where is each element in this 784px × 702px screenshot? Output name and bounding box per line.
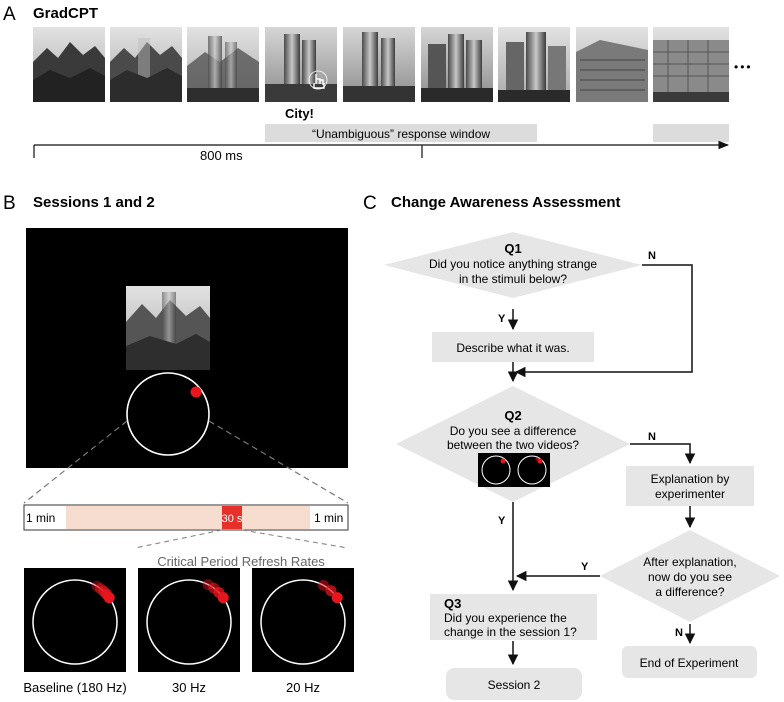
stimulus-frame-building — [576, 27, 648, 102]
response-label: City! — [285, 106, 314, 121]
q3-line-2: change in the session 1? — [444, 625, 577, 639]
explanation-line-1: Explanation by — [651, 472, 730, 486]
refresh-panel-background — [252, 568, 354, 672]
describe-label: Describe what it was. — [456, 341, 569, 355]
timeline-start-label: 1 min — [26, 511, 55, 525]
after-line-2: now do you see — [648, 570, 732, 584]
q2-line-2: between the two videos? — [447, 438, 579, 452]
refresh-panel-ring — [260, 579, 346, 665]
timeline-critical-label: 30 s — [222, 513, 243, 525]
after-yes-label: Y — [581, 561, 589, 573]
continuation-ellipsis: ••• — [734, 60, 753, 74]
q1-no-arrow — [514, 264, 693, 378]
refresh-panel-background — [138, 568, 240, 672]
end-label: End of Experiment — [640, 656, 739, 670]
panel-a-letter: A — [3, 4, 16, 25]
after-no-label: N — [675, 627, 683, 639]
refresh-rate-panels: Baseline (180 Hz) 30 Hz 20 Hz — [23, 568, 354, 695]
q1-number: Q1 — [504, 241, 521, 256]
stimulus-frame-city-3 — [498, 27, 570, 102]
session-timeline: 1 min 30 s 1 min — [23, 504, 349, 531]
end-of-experiment-box: End of Experiment — [622, 646, 757, 678]
stimulus-frame-city-touch — [265, 27, 337, 102]
session-display — [26, 228, 348, 468]
q1-line-1: Did you notice anything strange — [429, 257, 597, 271]
stimulus-frame-city-2 — [421, 27, 493, 102]
refresh-rate-label: Baseline (180 Hz) — [23, 680, 126, 695]
explanation-line-2: experimenter — [655, 487, 725, 501]
response-window-bar — [265, 124, 537, 142]
timeline-arrow — [33, 140, 730, 158]
q2-number: Q2 — [504, 408, 521, 423]
response-window-bar-next — [653, 124, 729, 142]
q2-line-1: Do you see a difference — [450, 424, 577, 438]
stimulus-frame-blend — [187, 27, 259, 102]
panel-b-title: Sessions 1 and 2 — [33, 194, 155, 211]
refresh-panel-3: 20 Hz — [252, 568, 354, 695]
after-line-3: a difference? — [655, 585, 724, 599]
after-line-1: After explanation, — [643, 555, 736, 569]
two-videos-thumbnail — [478, 453, 550, 487]
q1-diamond: Q1 Did you notice anything strange in th… — [384, 232, 642, 298]
refresh-panel-2: 30 Hz — [138, 568, 240, 695]
refresh-rate-label: 20 Hz — [286, 680, 320, 695]
refresh-panel-1: Baseline (180 Hz) — [23, 568, 127, 695]
refresh-panel-ring — [146, 579, 232, 665]
trail-dot — [103, 592, 115, 604]
describe-box: Describe what it was. — [432, 332, 594, 362]
stimulus-frame-mountain — [33, 27, 105, 102]
q2-no-arrow — [630, 443, 696, 465]
explanation-box: Explanation by experimenter — [626, 466, 754, 506]
panel-a-title: GradCPT — [33, 5, 98, 22]
session-2-label: Session 2 — [488, 678, 541, 692]
panel-c-letter: C — [363, 193, 377, 214]
progress-ring — [126, 372, 210, 456]
timeline-end-label: 1 min — [314, 511, 343, 525]
stimulus-frame-city — [343, 27, 415, 102]
trail-dot — [217, 592, 229, 604]
interval-label: 800 ms — [200, 148, 243, 163]
zoom-lines — [23, 420, 349, 504]
refresh-panel-background — [24, 568, 126, 672]
panel-b-letter: B — [3, 193, 16, 214]
refresh-rates-title: Critical Period Refresh Rates — [157, 554, 325, 569]
panel-c-title: Change Awareness Assessment — [391, 194, 621, 211]
q3-number: Q3 — [444, 596, 461, 611]
refresh-rate-label: 30 Hz — [172, 680, 206, 695]
response-window-label: “Unambiguous” response window — [312, 127, 490, 141]
q2-diamond: Q2 Do you see a difference between the t… — [396, 386, 630, 502]
critical-zoom-lines — [134, 529, 349, 549]
stimulus-strip — [33, 27, 729, 102]
q2-yes-label: Y — [498, 515, 506, 527]
touch-hand-icon — [308, 70, 328, 90]
refresh-panel-ring — [32, 579, 118, 665]
session-2-box: Session 2 — [446, 668, 582, 700]
q3-box: Q3 Did you experience the change in the … — [430, 594, 597, 640]
q1-line-2: in the stimuli below? — [459, 272, 567, 286]
stimulus-frame-mountain-fade — [110, 27, 182, 102]
q1-yes-label: Y — [498, 313, 506, 325]
q1-no-label: N — [648, 250, 656, 262]
progress-dot — [190, 386, 202, 398]
after-explanation-diamond: After explanation, now do you see a diff… — [600, 530, 780, 622]
q3-line-1: Did you experience the — [444, 611, 567, 625]
session-stimulus-image — [126, 286, 210, 370]
q2-no-label: N — [648, 431, 656, 443]
stimulus-frame-street — [653, 27, 729, 102]
trail-dot — [331, 592, 343, 604]
